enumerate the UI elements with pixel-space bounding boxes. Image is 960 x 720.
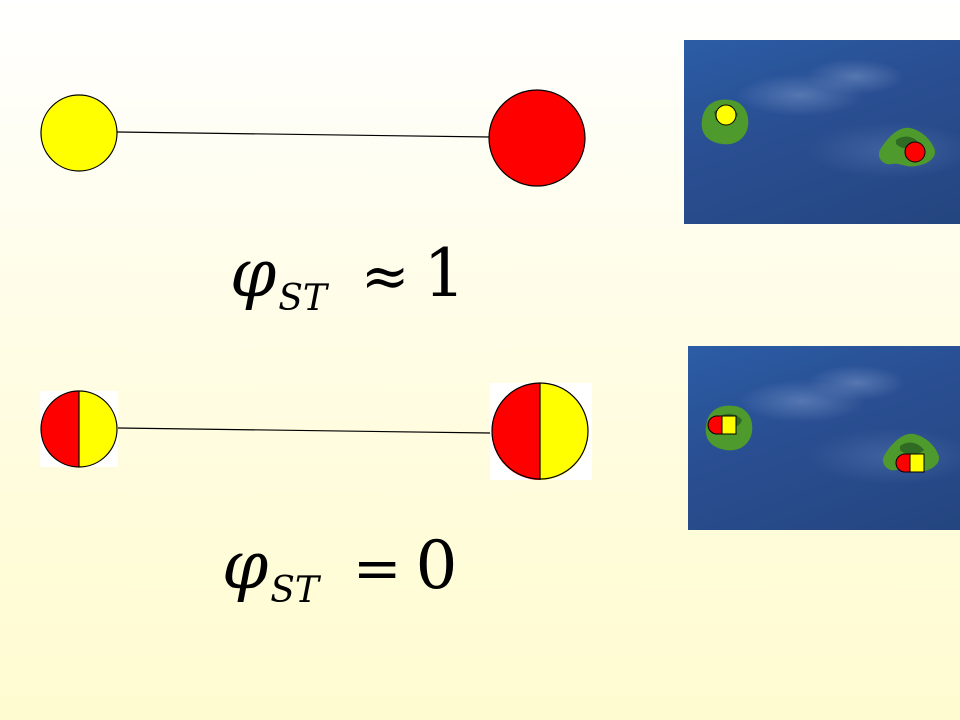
operator: ≈ xyxy=(360,242,410,310)
satellite-map-top xyxy=(684,40,960,224)
marker-mixed-left xyxy=(707,415,737,435)
phi-symbol: φ xyxy=(222,527,269,604)
operator: = xyxy=(352,534,402,602)
mixed-network xyxy=(40,382,592,480)
subscript: ST xyxy=(270,570,319,611)
population-yellow xyxy=(40,94,118,172)
satellite-map-bottom xyxy=(688,346,960,530)
value: 0 xyxy=(415,527,458,604)
value: 1 xyxy=(423,235,466,312)
islands-map xyxy=(701,99,936,167)
subscript: ST xyxy=(278,278,327,319)
differentiated-network xyxy=(40,89,586,187)
phi-symbol: φ xyxy=(230,235,277,312)
equation-top: φST ≈1 xyxy=(230,235,466,319)
population-mixed-right xyxy=(490,382,592,480)
population-mixed-left xyxy=(40,390,118,468)
gene-flow-link xyxy=(116,427,491,434)
marker-mixed-right xyxy=(895,453,925,473)
islands-map xyxy=(705,405,940,473)
equation-bottom: φST =0 xyxy=(222,527,458,611)
marker-yellow xyxy=(715,104,737,126)
gene-flow-link xyxy=(116,131,491,138)
marker-red xyxy=(904,141,926,163)
population-red xyxy=(488,89,586,187)
